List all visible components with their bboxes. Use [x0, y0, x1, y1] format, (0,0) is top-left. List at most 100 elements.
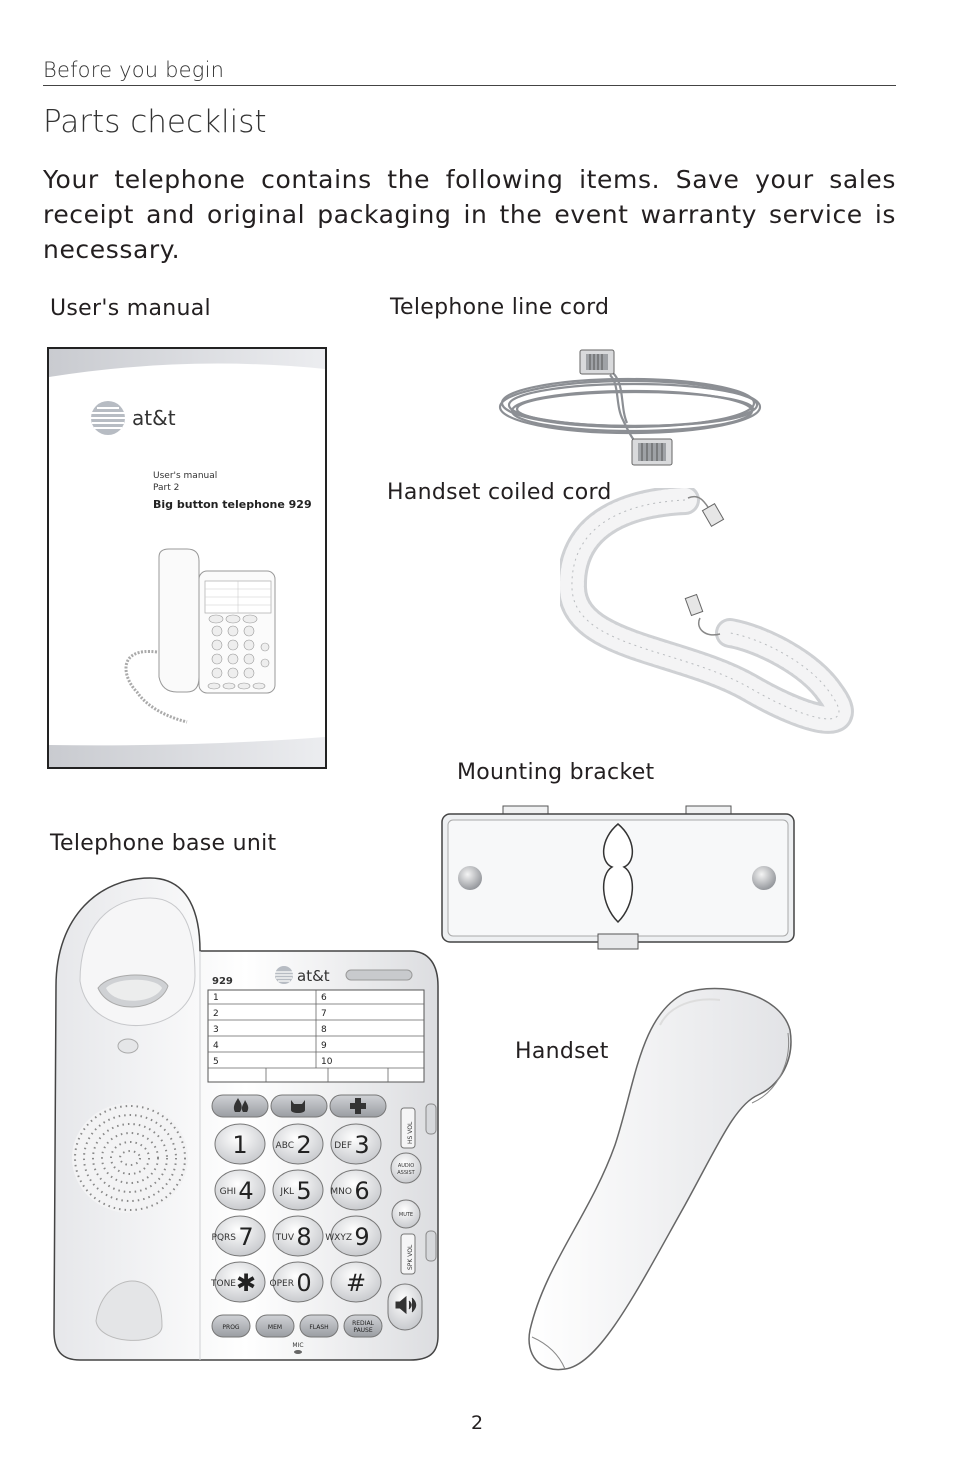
key-letters: DEF	[334, 1141, 352, 1151]
screw-hole-left-icon	[458, 866, 482, 890]
key-digit: 9	[354, 1223, 369, 1251]
rj11-plug-bottom-icon	[631, 438, 673, 466]
keypad-key: #	[330, 1261, 382, 1303]
keypad-key: TONE✱	[210, 1261, 266, 1303]
memory-slot-label: 5	[213, 1057, 219, 1067]
key-digit: 1	[232, 1131, 247, 1159]
key-letters: OPER	[270, 1279, 294, 1289]
key-digit: 4	[238, 1177, 253, 1205]
intro-paragraph: Your telephone contains the following it…	[43, 165, 896, 264]
screw-hole-right-icon	[752, 866, 776, 890]
memory-slot-label: 3	[213, 1025, 219, 1035]
function-button-label: REDIAL	[352, 1320, 374, 1327]
audio-assist-label-2: ASSIST	[397, 1170, 415, 1176]
label-mounting-bracket: Mounting bracket	[457, 760, 655, 785]
spk-vol-label: SPK VOL	[407, 1244, 414, 1270]
manual-phone-illustration	[124, 548, 276, 724]
handset-coiled-cord-image	[560, 488, 854, 734]
memory-slot-label: 7	[321, 1009, 327, 1019]
key-letters: TONE	[210, 1279, 236, 1289]
mute-label: MUTE	[399, 1212, 413, 1218]
memory-directory-card: 1 2 3 4 5 6 7 8 9 10	[207, 989, 425, 1083]
label-telephone-line-cord: Telephone line cord	[390, 295, 610, 320]
memory-slot-label: 1	[213, 993, 219, 1003]
manual-subtitle-2: Part 2	[153, 483, 179, 493]
medical-cross-icon	[350, 1098, 366, 1114]
function-button-sublabel: PAUSE	[353, 1327, 373, 1334]
key-letters: ABC	[276, 1141, 294, 1151]
police-icon	[291, 1100, 305, 1113]
mounting-bracket-image	[441, 805, 795, 950]
key-digit: 0	[296, 1269, 311, 1297]
rj11-plug-top-icon	[579, 349, 615, 375]
label-handset: Handset	[515, 1039, 609, 1064]
function-button: MEM	[255, 1314, 295, 1338]
key-digit: 3	[354, 1131, 369, 1159]
key-letters: PQRS	[212, 1233, 237, 1243]
key-letters: GHI	[220, 1187, 236, 1197]
memory-slot-label: 4	[213, 1041, 219, 1051]
label-handset-coiled-cord: Handset coiled cord	[387, 480, 612, 505]
key-digit: 7	[238, 1223, 253, 1251]
memory-slot-label: 9	[321, 1041, 327, 1051]
key-digit: 2	[296, 1131, 311, 1159]
keypad-key: 1	[214, 1123, 266, 1165]
base-model: 929	[212, 976, 233, 987]
label-users-manual: User's manual	[50, 296, 211, 321]
manual-product-name: Big button telephone 929	[153, 498, 312, 511]
fire-icon	[233, 1098, 249, 1112]
handset-image	[528, 987, 792, 1371]
plug-lower-icon	[684, 593, 704, 617]
key-letters: TUV	[275, 1233, 295, 1243]
speaker-grill-icon	[72, 1103, 188, 1213]
audio-assist-label-1: AUDIO	[398, 1163, 414, 1169]
key-digit: 8	[296, 1223, 311, 1251]
base-brand: at&t	[297, 967, 330, 985]
plug-upper-icon	[701, 503, 725, 527]
mic-label: MIC	[292, 1342, 303, 1349]
speakerphone-icon	[395, 1295, 417, 1315]
page-number: 2	[470, 1412, 484, 1434]
memory-slot-label: 10	[321, 1057, 333, 1067]
function-button-label: FLASH	[309, 1324, 328, 1331]
function-button-label: PROG	[222, 1324, 240, 1331]
function-button-label: MEM	[268, 1324, 282, 1331]
telephone-line-cord-image	[498, 349, 762, 466]
manual-subtitle-1: User's manual	[153, 471, 217, 481]
one-touch-buttons	[211, 1094, 387, 1118]
key-digit: 6	[354, 1177, 369, 1205]
key-digit: ✱	[236, 1269, 256, 1297]
side-controls: HS VOL AUDIO ASSIST MUTE SPK VOL	[387, 1103, 437, 1331]
key-letters: JKL	[279, 1187, 294, 1197]
manual-brand: at&t	[132, 406, 176, 430]
memory-slot-label: 2	[213, 1009, 219, 1019]
memory-slot-label: 8	[321, 1025, 327, 1035]
memory-slot-label: 6	[321, 993, 327, 1003]
label-telephone-base-unit: Telephone base unit	[50, 831, 277, 856]
key-digit: 5	[296, 1177, 311, 1205]
key-letters: MNO	[330, 1187, 352, 1197]
page-title: Parts checklist	[43, 104, 267, 140]
section-header: Before you begin	[43, 58, 896, 86]
att-globe-icon	[91, 401, 125, 435]
users-manual-image: at&t User's manual Part 2 Big button tel…	[47, 347, 327, 769]
function-button: FLASH	[299, 1314, 339, 1338]
key-digit: #	[346, 1269, 366, 1297]
key-letters: WXYZ	[325, 1233, 352, 1243]
function-button: PROG	[211, 1314, 251, 1338]
hs-vol-label: HS VOL	[407, 1121, 414, 1144]
base-att-globe-icon	[275, 966, 293, 984]
